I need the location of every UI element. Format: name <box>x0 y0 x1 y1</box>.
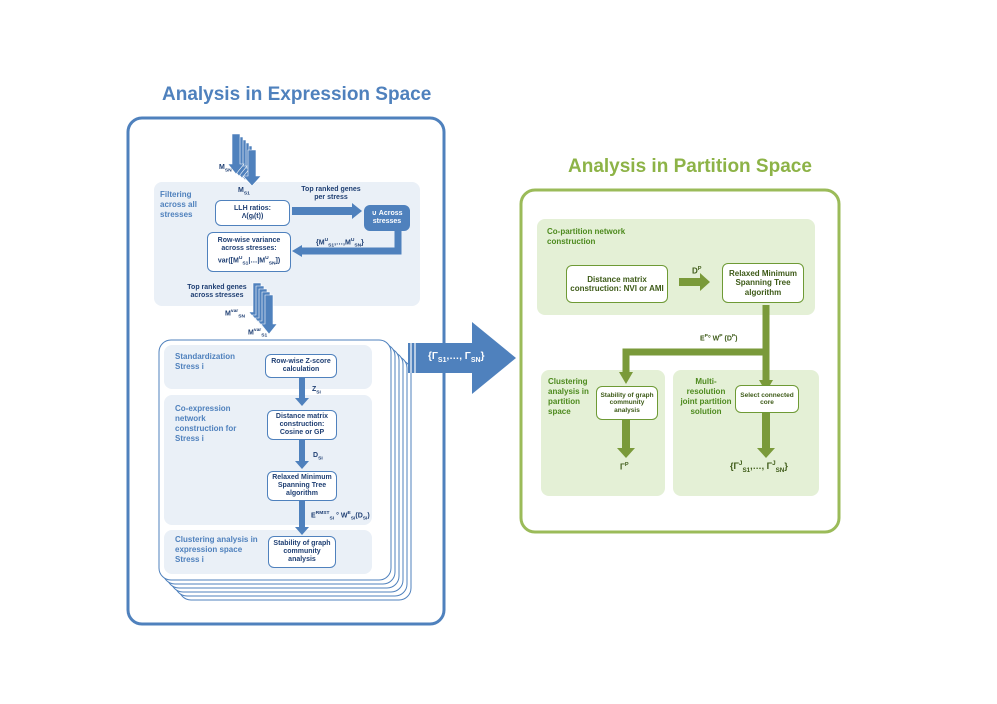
matrix-stack-top-arrow <box>227 133 262 187</box>
partition-space-title: Analysis in Partition Space <box>568 156 812 177</box>
clustering-expression-label: Clustering analysis in expression space … <box>175 535 258 564</box>
m-s1-label: MS1 <box>238 187 250 197</box>
coexpression-label: Co-expression network construction for S… <box>175 404 237 443</box>
m-sn-label: MSN <box>219 164 232 174</box>
mu-set-label: {MUS1,…,MUSN} <box>316 238 364 249</box>
arrow-zscore-down <box>295 378 309 406</box>
mvar-s1-label: MvarS1 <box>248 328 268 339</box>
e-rmst-label: ERMSTSi ° WESi(DSi) <box>311 511 370 522</box>
arrow-dist-down <box>295 438 309 469</box>
clustering-partition-label: Clustering analysis in partition space <box>548 377 589 416</box>
copartition-label: Co-partition network construction <box>547 227 626 246</box>
ep-label: EP° WP (DP) <box>700 334 738 343</box>
d-si-label: DSi <box>313 452 323 462</box>
llh-ratios-node: LLH ratios:Λ(gᵢ(t)) <box>215 200 290 226</box>
top-ranked-across-label: Top ranked genes across stresses <box>187 284 247 300</box>
arrow-core-down <box>757 413 775 458</box>
arrow-dist-to-rmst <box>679 273 710 291</box>
top-ranked-per-stress-label: Top ranked genes per stress <box>301 186 361 202</box>
rmst-expression-node: Relaxed Minimum Spanning Tree algorithm <box>267 471 337 501</box>
transfer-label: {ΓS1,…, ΓSN} <box>428 351 485 364</box>
stability-expression-node: Stability of graph community analysis <box>268 536 336 568</box>
arrow-llh-to-union <box>292 203 362 219</box>
arrow-rmst-to-stability <box>622 348 766 376</box>
z-si-label: ZSi <box>312 386 321 396</box>
union-across-stresses-node: ∪ Across stresses <box>364 205 410 231</box>
dp-label: DP <box>692 266 702 276</box>
rowwise-variance-node: Row-wise variance across stresses: var([… <box>207 232 291 272</box>
rmst-partition-node: Relaxed Minimum Spanning Tree algorithm <box>722 263 804 303</box>
transfer-arrow <box>408 322 516 394</box>
arrow-stability-down <box>617 420 635 458</box>
zscore-node: Row-wise Z-score calculation <box>265 354 337 378</box>
distance-nvi-node: Distance matrix construction: NVI or AMI <box>566 265 668 303</box>
stability-partition-node: Stability of graph community analysis <box>596 386 658 420</box>
arrow-rmst-down <box>295 500 309 535</box>
mvar-sn-label: MvarSN <box>225 309 245 320</box>
multiresolution-label: Multi-resolution joint partition solutio… <box>680 377 732 416</box>
filtering-label: Filtering across all stresses <box>160 190 197 219</box>
standardization-label: Standardization Stress i <box>175 352 236 371</box>
matrix-stack-mid-arrow <box>248 282 278 335</box>
select-core-node: Select connected core <box>735 385 799 413</box>
arrow-union-to-rowvar <box>300 231 402 255</box>
gamma-p-label: ΓP <box>620 462 629 472</box>
expression-space-title: Analysis in Expression Space <box>162 84 432 105</box>
distance-cosine-node: Distance matrix construction: Cosine or … <box>267 410 337 440</box>
joint-partition-result-label: {ΓJS1,…, ΓJSN} <box>730 460 788 474</box>
